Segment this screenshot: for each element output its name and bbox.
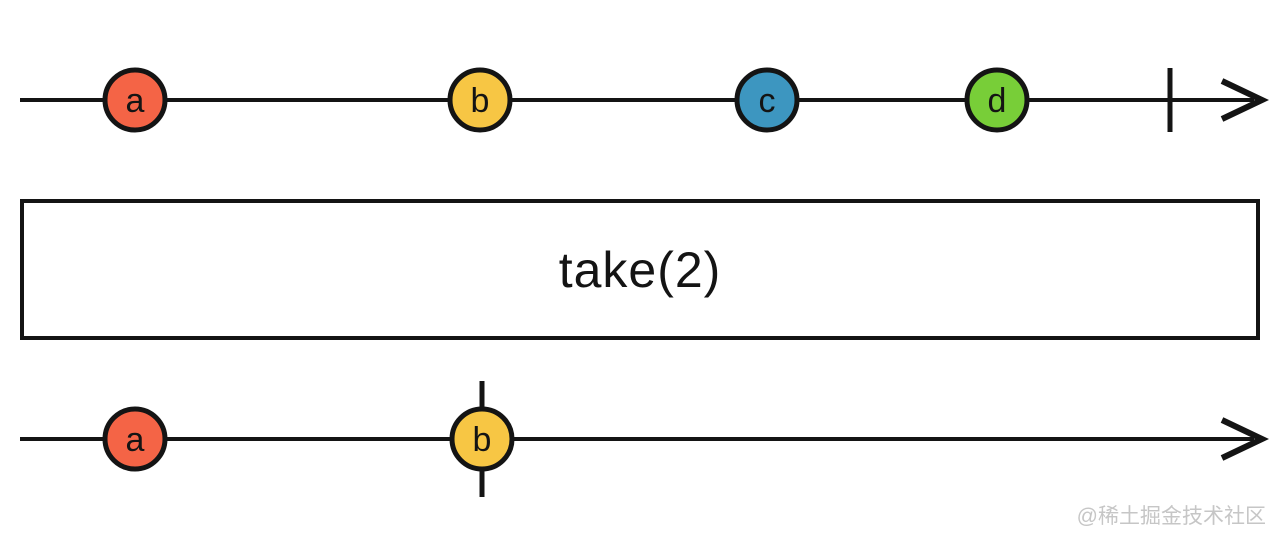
marble-label: a <box>126 82 145 120</box>
marble-circle <box>734 67 800 133</box>
marble-circle <box>964 67 1030 133</box>
marble-d: d <box>964 67 1030 133</box>
marble-c: c <box>734 67 800 133</box>
marble-circle <box>102 67 168 133</box>
marble-label: c <box>759 82 776 120</box>
marble-circle <box>449 406 515 472</box>
marble-a: a <box>102 67 168 133</box>
arrowhead-icon <box>1220 417 1269 461</box>
marble-label: a <box>126 421 145 459</box>
operator-box: take(2) <box>20 199 1260 340</box>
arrowhead-icon <box>1220 78 1269 122</box>
marble-circle <box>102 406 168 472</box>
marble-circle <box>447 67 513 133</box>
marble-label: b <box>471 82 490 120</box>
operator-label: take(2) <box>558 241 722 298</box>
watermark: @稀土掘金技术社区 <box>1076 505 1266 528</box>
marble-b: b <box>449 406 515 472</box>
source-stream: a b c d <box>20 67 1269 133</box>
marble-b: b <box>447 67 513 133</box>
marble-label: b <box>473 421 492 459</box>
marble-a: a <box>102 406 168 472</box>
marble-label: d <box>988 82 1007 120</box>
